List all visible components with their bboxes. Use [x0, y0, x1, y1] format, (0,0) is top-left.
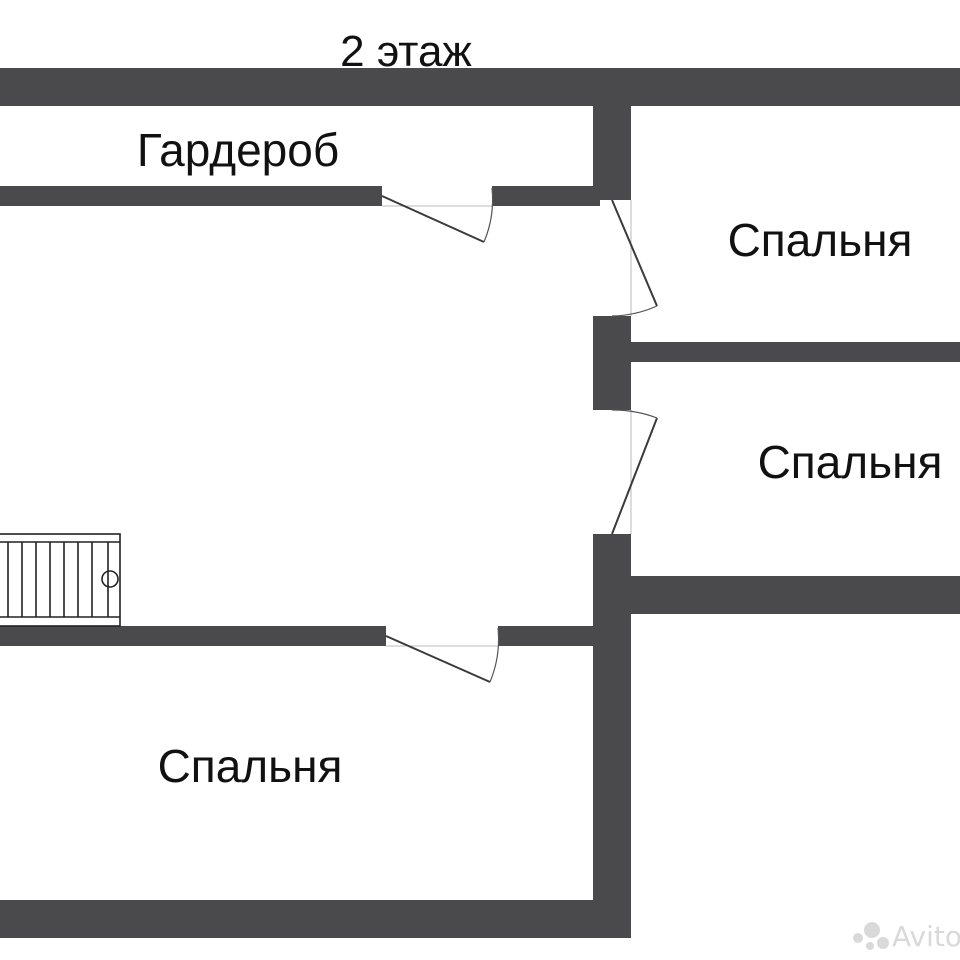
wall-hall-bottom-right — [498, 626, 600, 646]
staircase — [0, 533, 121, 627]
door-wardrobe — [381, 187, 494, 243]
stair-direction-icon — [101, 570, 119, 588]
door-bedroom-top-right — [611, 199, 658, 317]
avito-dots-icon — [853, 922, 889, 950]
wall-vertical-upper — [593, 106, 631, 200]
floor-title: 2 этаж — [340, 27, 472, 76]
room-label-bedroom-top-right: Спальня — [728, 214, 913, 266]
wall-wardrobe-right — [492, 186, 600, 206]
door-bedroom-mid-right — [611, 409, 658, 535]
wall-vertical-lower — [593, 534, 631, 938]
wall-wardrobe-left — [0, 186, 382, 206]
room-label-wardrobe: Гардероб — [137, 124, 339, 176]
walls — [0, 68, 960, 938]
wall-bedroom-divider-2 — [631, 576, 960, 614]
room-label-bedroom-bottom: Спальня — [158, 740, 343, 792]
wall-top-outer — [0, 68, 960, 106]
watermark: Avito — [853, 920, 960, 953]
wall-hall-bottom-left — [0, 626, 386, 646]
watermark-text: Avito — [892, 920, 960, 953]
door-bedroom-bottom — [385, 627, 500, 683]
wall-bedroom-divider-1 — [631, 342, 960, 362]
wall-bottom-outer — [0, 900, 631, 938]
room-label-bedroom-mid-right: Спальня — [758, 436, 943, 488]
wall-vertical-middle — [593, 316, 631, 410]
